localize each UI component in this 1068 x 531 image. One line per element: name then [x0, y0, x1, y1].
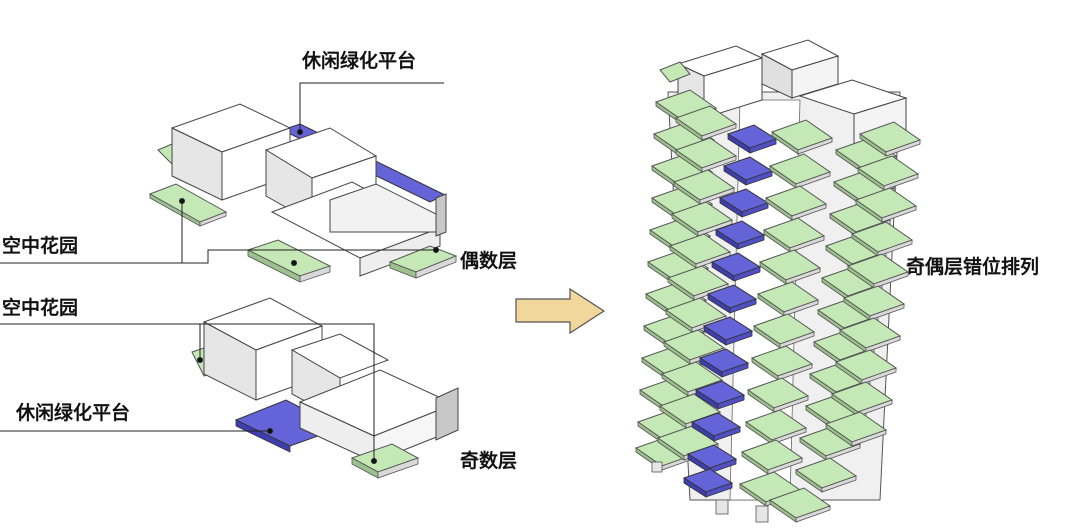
- even-floor-model: [148, 103, 458, 283]
- leisure-platform-bottom-label: 休闲绿化平台: [16, 403, 131, 424]
- sky-garden-top-label: 空中花园: [2, 236, 79, 257]
- staggered-arrangement-label: 奇偶层错位排列: [906, 257, 1040, 278]
- even-floor-label: 偶数层: [460, 251, 518, 272]
- odd-floor-label: 奇数层: [460, 451, 518, 472]
- tower-model: [635, 39, 921, 523]
- sky-garden-bottom-label: 空中花园: [2, 298, 79, 319]
- odd-floor-model: [191, 297, 459, 479]
- leisure-platform-top-label: 休闲绿化平台: [302, 51, 417, 72]
- leader-lines: [0, 82, 444, 464]
- transition-arrow: [515, 287, 606, 335]
